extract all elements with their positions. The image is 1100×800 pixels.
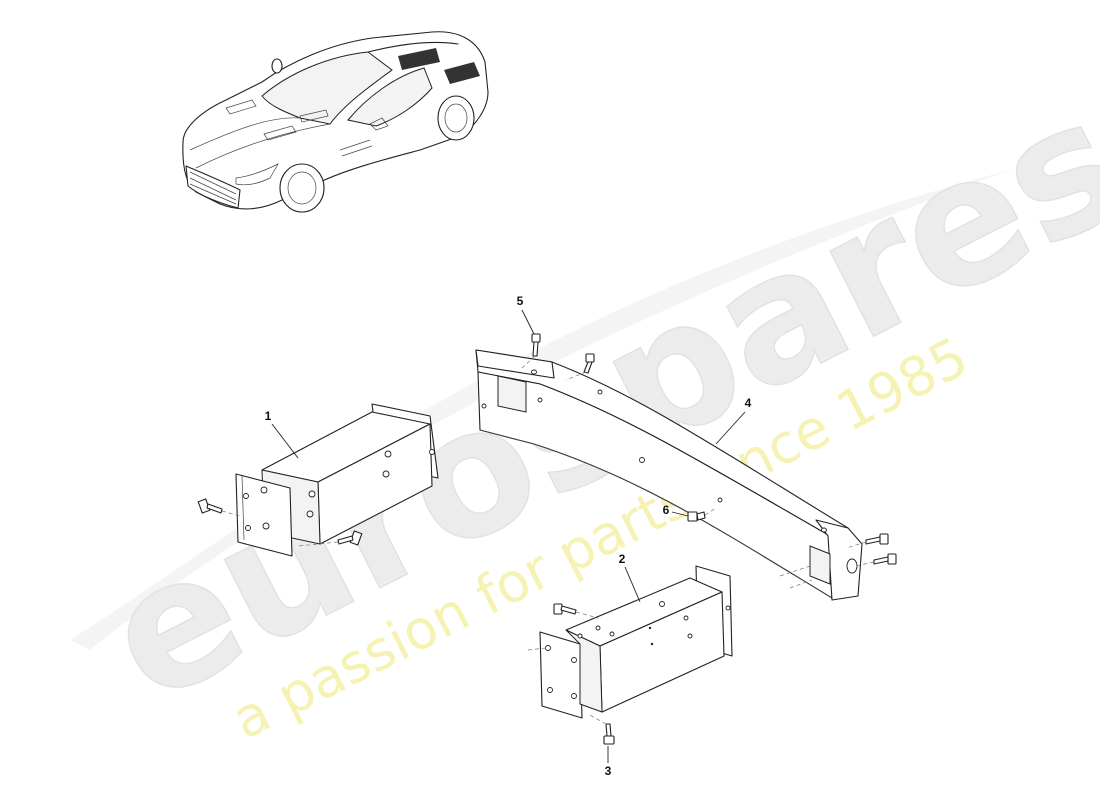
bolt-icon (297, 530, 363, 547)
bolt-icon (197, 498, 241, 517)
bolt-icon (855, 553, 897, 567)
leader-2 (624, 566, 641, 603)
bolt-icon (565, 353, 595, 381)
leader-5 (521, 309, 535, 335)
leader-4 (715, 411, 746, 445)
part-4-bumper-beam (475, 333, 897, 601)
callout-4: 4 (745, 396, 752, 410)
bolt-icon (845, 533, 889, 549)
car-overview-icon (182, 31, 489, 213)
part-1-extension-tube-left (197, 403, 439, 557)
bolt-icon (521, 333, 541, 369)
bolt-icon (587, 713, 615, 745)
callout-1: 1 (265, 409, 272, 423)
callout-5: 5 (517, 294, 524, 308)
callout-2: 2 (619, 552, 626, 566)
part-2-extension-tube-right (527, 565, 733, 745)
leader-6 (671, 511, 689, 517)
callout-6: 6 (663, 503, 670, 517)
nut-icon (687, 507, 717, 522)
leader-1 (271, 423, 299, 459)
callout-3: 3 (605, 764, 612, 778)
highlight-rear-beam (398, 48, 440, 70)
callouts: 1 2 3 4 5 6 (265, 294, 752, 778)
bolt-icon (553, 603, 599, 619)
